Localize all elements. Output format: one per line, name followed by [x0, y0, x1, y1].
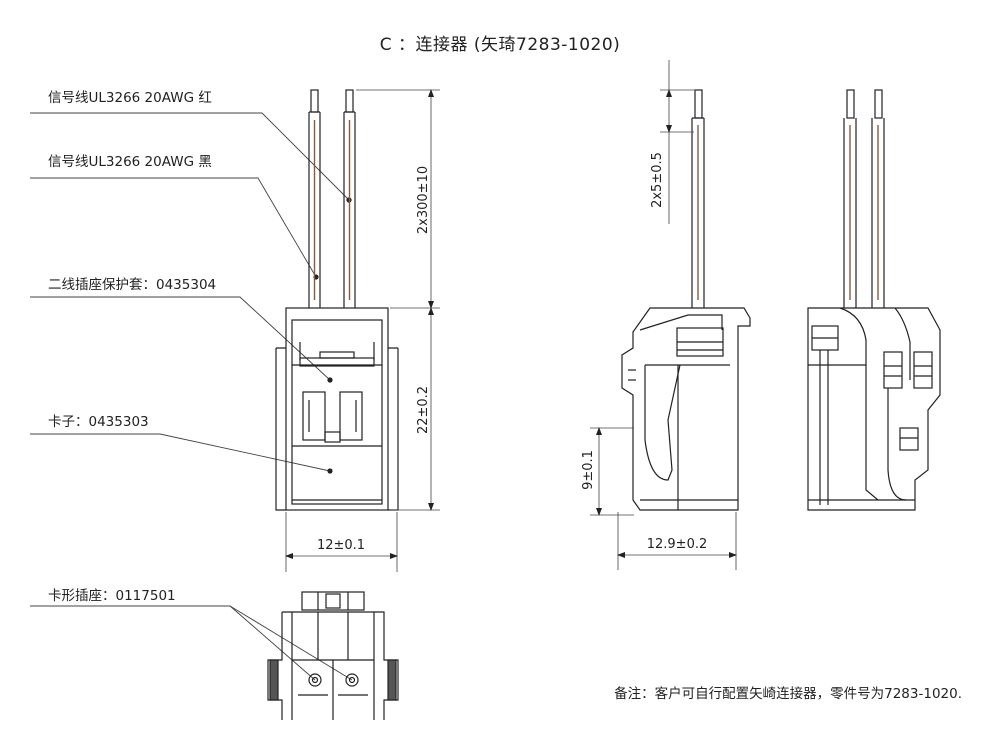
dim-front-height: 22±0.2	[416, 386, 431, 434]
callout-wire-red: 信号线UL3266 20AWG 红	[48, 90, 212, 106]
dim-wire-length: 2x300±10	[416, 166, 431, 234]
dim-side-height: 9±0.1	[581, 450, 596, 490]
dim-front-width: 12±0.1	[317, 538, 365, 553]
leader-lines	[30, 112, 353, 681]
leader-housing-cover	[30, 296, 331, 381]
leader-clip	[30, 433, 331, 472]
leader-card-socket-2	[229, 605, 353, 681]
footnote: 备注：客户可自行配置矢崎连接器，零件号为7283-1020.	[614, 686, 962, 702]
drawing-title: C ：连接器 (矢琦7283-1020)	[379, 35, 621, 55]
dim-strip-length: 2x5±0.5	[650, 152, 665, 208]
side-dimensions	[590, 60, 737, 570]
leader-wire-black	[30, 177, 317, 278]
dim-side-width: 12.9±0.2	[647, 537, 708, 552]
front-dimensions	[285, 89, 440, 572]
callout-wire-black: 信号线UL3266 20AWG 黑	[48, 154, 212, 170]
front-view	[275, 89, 399, 511]
rear-view	[807, 89, 941, 511]
callout-housing-cover: 二线插座保护套：0435304	[48, 277, 217, 293]
callout-clip: 卡子：0435303	[48, 414, 149, 430]
leader-wire-red	[30, 112, 350, 201]
callout-card-socket: 卡形插座：0117501	[48, 588, 176, 604]
front-wires	[308, 89, 356, 308]
card-socket-view	[267, 591, 399, 720]
side-view	[621, 89, 751, 511]
